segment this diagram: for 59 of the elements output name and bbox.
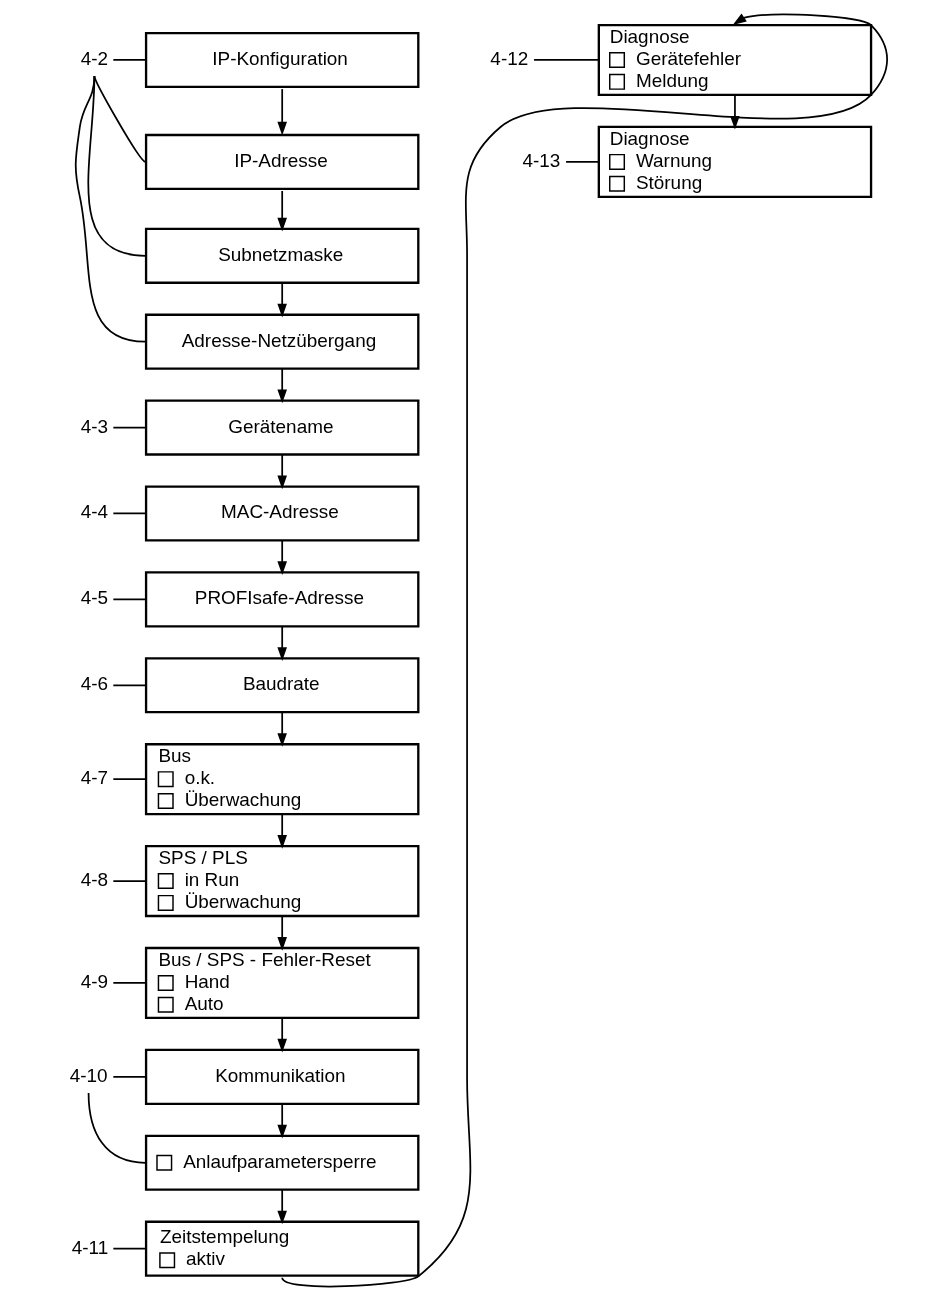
node-box: MAC-Adresse [144,485,419,542]
node-box: SPS / PLS in Run Überwachung [144,844,419,918]
node-box: PROFIsafe-Adresse [144,571,419,628]
node-text: 4-8 [80,869,108,891]
node-text: 4-7 [80,767,108,789]
node-box: IP-Konfiguration [144,31,419,89]
arrow [276,625,287,661]
node-box: Anlaufparametersperre [144,1134,419,1191]
node-box: Adresse-Netzübergang [144,313,419,370]
connector [111,778,147,781]
node-box: Kommunikation [144,1048,419,1105]
arrow [276,190,287,232]
arrow [276,711,287,747]
node-box: Zeitstempelung aktiv [144,1220,419,1277]
arrow [276,813,287,849]
arrow [276,539,287,576]
node-text: 4-9 [80,970,108,992]
node-box: IP-Adresse [144,133,419,190]
arrow [276,453,287,490]
arrow [280,13,888,1288]
node-text: 4-12 [489,47,528,69]
node-box: Baudrate [144,657,419,714]
node-box: Subnetzmaske [144,227,419,284]
connector [111,880,147,882]
connector [111,684,147,687]
connector [564,161,600,163]
arrow [276,88,287,136]
arrow [729,94,740,130]
node-box: Diagnose Gerätefehler Meldung [597,23,872,97]
connector [87,1092,146,1164]
node-text: 4-10 [69,1064,107,1086]
connector [111,59,147,61]
connector [111,512,147,515]
arrow [276,1102,287,1139]
node-text: 4-2 [80,47,108,69]
node-box: Bus / SPS - Fehler-Reset Hand Auto [144,946,419,1020]
node-box: Diagnose Warnung Störung [597,125,872,198]
connector [111,598,147,601]
connector [74,75,146,343]
arrow [276,915,287,951]
node-text: 4-13 [521,149,560,171]
arrow [276,367,287,404]
arrow [276,1017,287,1053]
connector [111,1076,147,1078]
node-text: 4-6 [80,673,108,695]
connector [111,426,147,429]
connector [111,1247,147,1250]
arrow [276,281,287,318]
node-text: 4-11 [71,1236,108,1258]
node-box: Gerätename [144,399,419,456]
node-text: 4-4 [80,501,108,523]
arrow [276,1188,287,1225]
node-text: 4-3 [80,415,108,437]
connector [532,59,600,61]
connector [93,75,146,163]
connector [111,982,147,984]
node-box: Bus o.k. Überwachung [144,743,419,816]
node-text: 4-5 [80,587,108,609]
connector [86,75,146,257]
